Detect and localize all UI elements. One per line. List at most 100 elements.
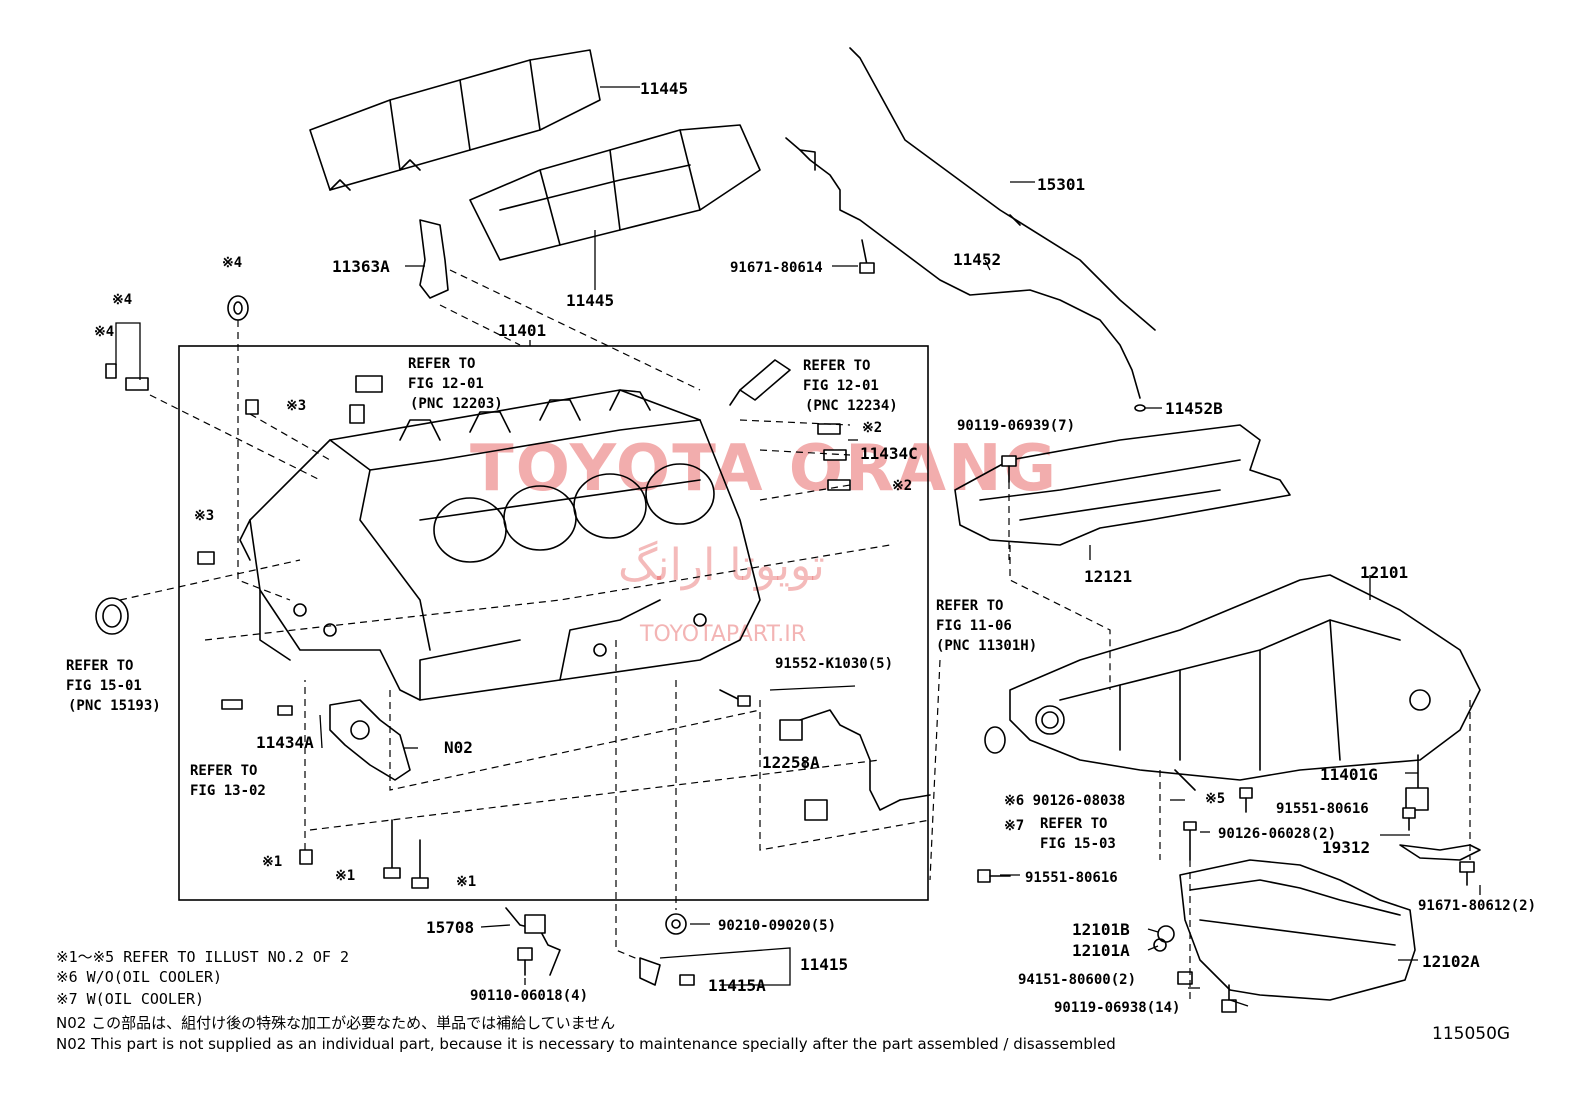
label-12258a: 12258A [762, 753, 820, 772]
label-91552-k1030: 91552-K1030(5) [775, 656, 893, 672]
bolt-90119-06939 [1001, 455, 1017, 483]
water-jacket-spacer-lower [469, 124, 761, 261]
dowel-pin-mark1 [299, 849, 313, 865]
label-90210-09020: 90210-09020(5) [718, 918, 836, 934]
ref-12-01-b-line3: (PNC 12234) [805, 398, 898, 414]
sensor-pnc12234 [729, 359, 791, 406]
mark-2-b: ※2 [892, 478, 912, 494]
o-ring-11452b [1134, 404, 1146, 412]
mark-1-a: ※1 [262, 854, 282, 870]
label-n02: N02 [444, 738, 473, 757]
label-91671-80612: 91671-80612(2) [1418, 898, 1536, 914]
leader-lines [115, 86, 1481, 1007]
dowel-pin-mark3 [245, 399, 259, 415]
mark-4-a: ※4 [222, 255, 242, 271]
oil-level-gauge [849, 47, 1156, 331]
water-jacket-spacer-upper [309, 49, 601, 191]
crankshaft-oil-seal [95, 597, 129, 635]
mark-1-b: ※1 [335, 868, 355, 884]
label-12101b: 12101B [1072, 920, 1130, 939]
footnote-mark7: ※7 W(OIL COOLER) [56, 990, 205, 1008]
label-94151-80600: 94151-80600(2) [1018, 972, 1136, 988]
watermark-url: TOYOTAPART.IR [640, 622, 807, 647]
bolt-mark5 [1239, 787, 1253, 813]
label-11452b: 11452B [1165, 399, 1223, 418]
plug-11401g [1405, 754, 1429, 811]
label-90126-06028: 90126-06028(2) [1218, 826, 1336, 842]
footnote-mark6: ※6 W/O(OIL COOLER) [56, 968, 223, 986]
label-12101: 12101 [1360, 563, 1408, 582]
label-91551-80616-b: 91551-80616 [1025, 870, 1118, 886]
bolt-90110-06018 [517, 947, 533, 976]
oil-pan-12101 [1009, 574, 1481, 781]
callout-labels: 11445 11445 15301 11452 91671-80614 1136… [66, 79, 1536, 1016]
label-90119-06938: 90119-06938(14) [1054, 1000, 1180, 1016]
mark-3-b: ※3 [194, 508, 214, 524]
stud-90126-08038 [1174, 769, 1196, 791]
label-12121: 12121 [1084, 567, 1132, 586]
main-bearing-bolt-a [383, 819, 401, 879]
gasket-mark4 [227, 295, 249, 321]
ref-13-02-line2: FIG 13-02 [190, 783, 266, 799]
cylinder-block-frame [178, 345, 929, 901]
plug-mark3 [197, 551, 215, 565]
watermark-brand: TOYOTA ORANG [470, 432, 1059, 506]
label-11415a: 11415A [708, 976, 766, 995]
bolt-91551-80616-b [977, 869, 1011, 883]
label-15708: 15708 [426, 918, 474, 937]
ref-11-06-line3: (PNC 11301H) [936, 638, 1037, 654]
bracket-19312 [1399, 844, 1481, 861]
oil-jet-15708 [505, 907, 561, 976]
pin-11434c [823, 449, 847, 461]
ref-11-06-line1: REFER TO [936, 598, 1003, 614]
ref-15-01-line2: FIG 15-01 [66, 678, 142, 694]
bolt-91671-80614 [859, 239, 875, 274]
pin-11415a [639, 957, 695, 986]
ref-15-01-line3: (PNC 15193) [68, 698, 161, 714]
ref-11-06-line2: FIG 11-06 [936, 618, 1012, 634]
dowel-pin [221, 699, 243, 710]
washer-90210-09020 [665, 913, 687, 935]
mark-4-c: ※4 [94, 324, 114, 340]
label-91551-80616-a: 91551-80616 [1276, 801, 1369, 817]
pipe-12258a [779, 709, 931, 821]
label-15301: 15301 [1037, 175, 1085, 194]
pin-mark2-b [827, 479, 851, 491]
ref-12-01-a-line3: (PNC 12203) [410, 396, 503, 412]
footnote-marks-1-5: ※1～※5 REFER TO ILLUST NO.2 OF 2 [56, 948, 349, 966]
label-19312: 19312 [1322, 838, 1370, 857]
mark-3-a: ※3 [286, 398, 306, 414]
label-11434a: 11434A [256, 733, 314, 752]
bearing-cap-n02 [329, 699, 411, 781]
bolt-90119-06938 [1221, 984, 1237, 1013]
ref-12-01-a-line1: REFER TO [408, 356, 475, 372]
oil-jet-mark4 [105, 363, 149, 391]
dowel-pin-11434a [277, 705, 293, 716]
bolt-91671-80612 [1459, 861, 1475, 886]
label-12101a: 12101A [1072, 941, 1130, 960]
footnote-n02-japanese: N02 この部品は、組付け後の特殊な加工が必要なため、単品では補給していません [56, 1014, 616, 1032]
label-90119-06939: 90119-06939(7) [957, 418, 1075, 434]
oil-pan-lower-12102a [1179, 859, 1416, 1001]
label-11415: 11415 [800, 955, 848, 974]
ref-12-01-b-line1: REFER TO [803, 358, 870, 374]
ref-15-03-line1: REFER TO [1040, 816, 1107, 832]
cylinder-block-drawing [239, 389, 761, 701]
ref-12-01-a-line2: FIG 12-01 [408, 376, 484, 392]
oil-gauge-guide [785, 137, 1141, 399]
label-90126-08038: ※6 90126-08038 [1004, 793, 1125, 809]
bracket-11363a [419, 219, 449, 299]
ref-12-01-b-line2: FIG 12-01 [803, 378, 879, 394]
main-bearing-bolt-b [411, 839, 429, 889]
assembly-guide-lines [119, 269, 1471, 1000]
mark-1-c: ※1 [456, 874, 476, 890]
bolt-91551-80616-a [1402, 807, 1416, 831]
ref-15-01-line1: REFER TO [66, 658, 133, 674]
label-11401g: 11401G [1320, 765, 1378, 784]
mark-7: ※7 [1004, 818, 1024, 834]
oil-pan-gasket-ring [984, 726, 1006, 754]
baffle-plate-12121 [954, 424, 1291, 546]
footnote-n02-english: N02 This part is not supplied as an indi… [56, 1035, 1116, 1053]
